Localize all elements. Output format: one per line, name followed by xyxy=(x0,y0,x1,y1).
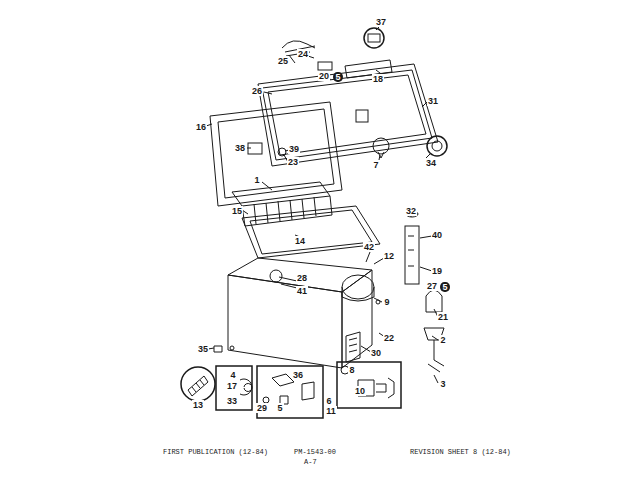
callout-number: 25 xyxy=(277,56,289,66)
callout-number: 32 xyxy=(405,206,417,216)
callout-number: 27 xyxy=(426,281,438,291)
callout-number: 16 xyxy=(195,122,207,132)
callout-number: 4 xyxy=(229,370,236,380)
callout-number: 42 xyxy=(363,242,375,252)
footer-text: A-7 xyxy=(304,458,317,467)
callout-number: 5 xyxy=(333,72,342,82)
callout-number: 28 xyxy=(296,273,308,283)
callout-number: 17 xyxy=(226,381,238,391)
callout-number: 30 xyxy=(370,348,382,358)
callout-number: 26 xyxy=(251,86,263,96)
callout-number: 14 xyxy=(294,236,306,246)
callout-number: 33 xyxy=(226,396,238,406)
footer-text: FIRST PUBLICATION (12-84) xyxy=(163,448,268,457)
callout-number: 5 xyxy=(276,403,283,413)
callout-number: 2 xyxy=(439,335,446,345)
callout-number: 13 xyxy=(192,400,204,410)
callout-number: 6 xyxy=(325,396,332,406)
callout-number: 8 xyxy=(348,365,355,375)
callout-number: 35 xyxy=(197,344,209,354)
callout-number: 3 xyxy=(439,379,446,389)
callout-number: 15 xyxy=(231,206,243,216)
callout-number: 11 xyxy=(325,406,337,416)
callout-number: 38 xyxy=(234,143,246,153)
callout-number: 20 xyxy=(318,71,330,81)
callout-number: 31 xyxy=(427,96,439,106)
callout-number: 9 xyxy=(383,297,390,307)
callout-number: 1 xyxy=(253,175,260,185)
callout-number: 36 xyxy=(292,370,304,380)
callout-number: 7 xyxy=(372,160,379,170)
callout-number: 29 xyxy=(256,403,268,413)
callout-number: 5 xyxy=(440,282,449,292)
callout-number: 18 xyxy=(372,74,384,84)
footer-text: PM-1543-00 xyxy=(294,448,336,457)
footer-text: REVISION SHEET 8 (12-84) xyxy=(410,448,511,457)
callout-number: 24 xyxy=(297,49,309,59)
callout-number: 37 xyxy=(375,17,387,27)
callout-number: 21 xyxy=(437,312,449,322)
callout-number: 34 xyxy=(425,158,437,168)
callout-number: 22 xyxy=(383,333,395,343)
callout-number: 19 xyxy=(431,266,443,276)
callout-number: 39 xyxy=(288,144,300,154)
callout-number: 40 xyxy=(431,230,443,240)
callout-number: 41 xyxy=(296,286,308,296)
callout-number: 10 xyxy=(354,386,366,396)
callout-number: 23 xyxy=(287,157,299,167)
callout-number: 12 xyxy=(383,251,395,261)
